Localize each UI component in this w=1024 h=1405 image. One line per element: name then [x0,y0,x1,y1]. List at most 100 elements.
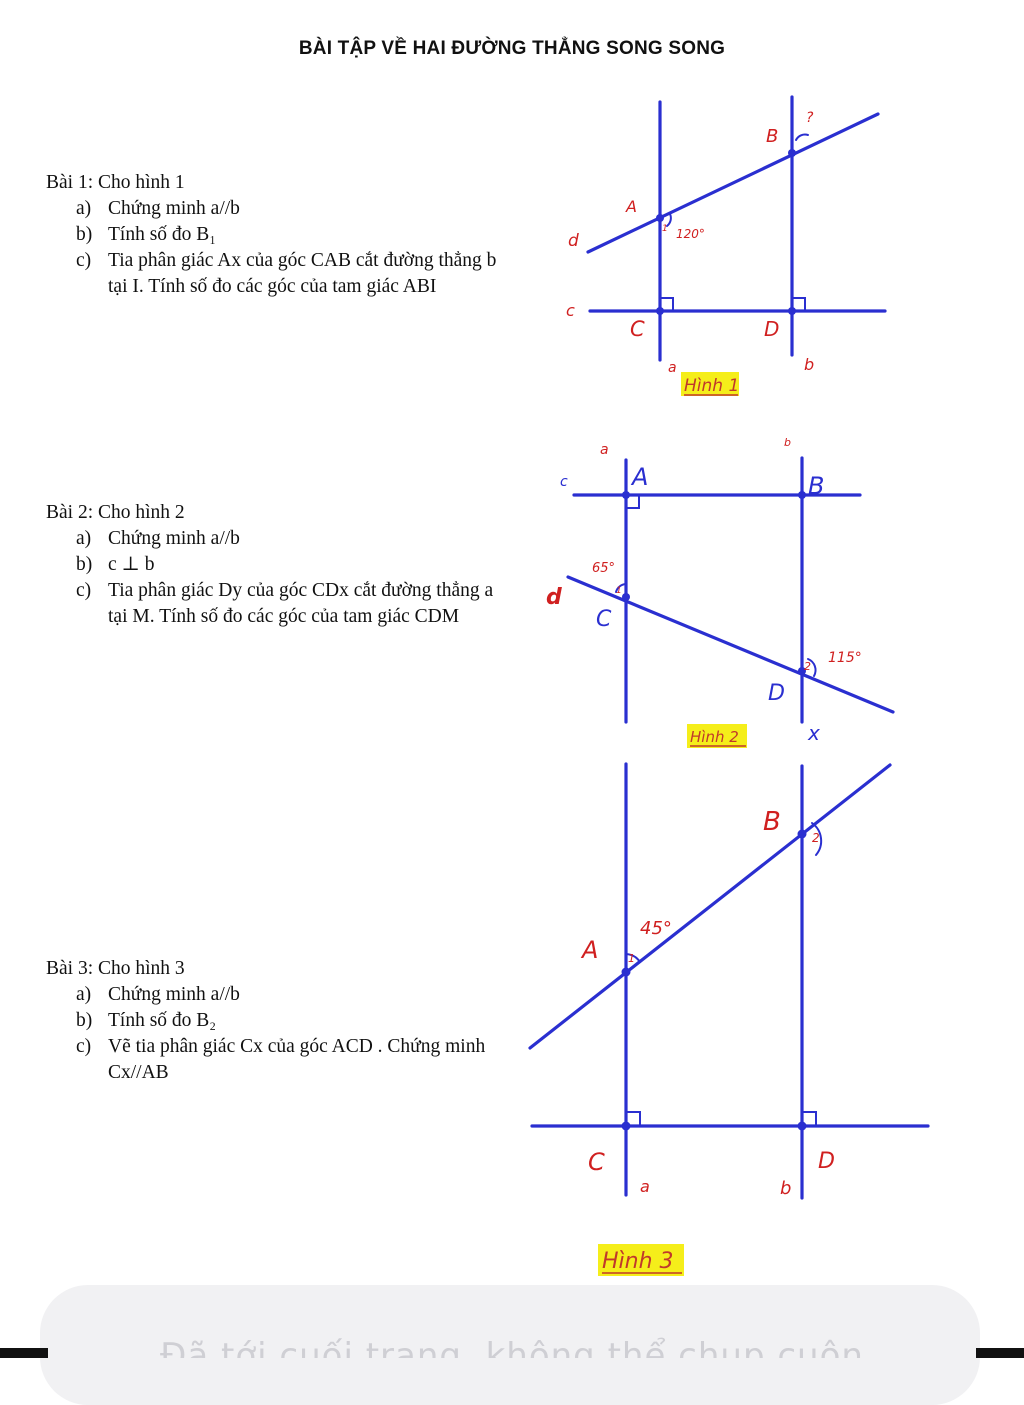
problem-heading: Bài 2: Cho hình 2 [46,502,185,523]
caption-highlight [598,1244,684,1276]
item-text: Tia phân giác Dy của góc CDx cắt đường t… [108,580,494,627]
point-A [656,214,664,222]
label-D: D [768,681,785,706]
question-item: a) Chứng minh a//b [46,196,506,222]
label-a: a [668,360,677,376]
line-d [566,575,895,714]
problem-3: Bài 3: Cho hình 3 a)Chứng minh a//b b) Tí… [46,956,506,1086]
label-A: A [580,936,598,964]
point-B [788,149,796,157]
figure-3 [528,762,930,1200]
figure-3-points [621,829,807,1131]
label-d: d [568,231,579,251]
figure-1-caption: Hình 1 [684,376,739,396]
right-angle-mark [659,297,674,312]
point-A [621,967,631,977]
label-B: B [766,126,778,147]
point-C [656,307,664,315]
label-b: b [784,436,791,449]
label-angle-115: 115° [828,650,862,666]
label-angle-index: 1 [616,586,622,596]
item-text: Tính số đo B₁ [108,224,217,245]
label-b: b [804,355,814,374]
label-B: B [763,807,781,837]
question-item: c) Tia phân giác Dy của góc CDx cắt đường… [46,578,506,630]
question-item: b) Tính số đo B₁ [46,222,506,248]
item-label: a) [76,528,92,549]
label-d: d [546,585,562,610]
question-item: b) c ⊥ b [46,552,506,578]
item-text: Tia phân giác Ax của góc CAB cắt đường t… [108,250,497,297]
label-question: ? [806,110,814,126]
label-b: b [780,1178,791,1199]
figures-canvas: B ? A d 1 120° c C D a b Hình 1 a b c A … [528,95,930,1276]
question-item: c)Vẽ tia phân giác Cx của góc ACD . Chứn… [46,1034,506,1086]
bottom-edge-left [0,1348,48,1358]
item-label: a) [76,984,92,1005]
right-angle-mark [625,1111,641,1127]
label-a: a [600,442,609,458]
right-angle-mark [791,297,806,312]
point-B [798,491,806,499]
point-D [797,1121,807,1131]
line-d [586,112,880,254]
angle-arc [807,658,817,677]
question-item: a) Chứng minh a//b [46,526,506,552]
problem-2: Bài 2: Cho hình 2 a) Chứng minh a//b b) c … [46,500,506,630]
problem-heading: Bài 1: Cho hình 1 [46,172,185,193]
label-a: a [640,1177,650,1196]
point-C [622,593,630,601]
page-title: BÀI TẬP VỀ HAI ĐƯỜNG THẲNG SONG SONG [298,38,726,59]
label-D: D [818,1149,835,1174]
label-c: c [560,474,568,490]
label-B: B [808,472,824,500]
label-c: c [566,301,575,320]
figure-3-labels: B 2 45° A 1 C D a b [580,807,835,1199]
item-label: c) [76,580,92,601]
right-angle-mark [625,494,640,509]
question-item: a)Chứng minh a//b [46,982,506,1008]
problem-heading: Bài 3: Cho hình 3 [46,958,185,979]
label-C: C [588,1148,605,1176]
item-label: a) [76,198,92,219]
caption-highlight [687,724,747,748]
label-angle-index: 1 [628,952,635,965]
bottom-edge-right [976,1348,1024,1358]
item-label: b) [76,224,93,245]
figure-1 [586,95,887,362]
label-angle-65: 65° [592,561,615,576]
item-text: Tính số đo B₂ [108,1010,217,1031]
right-angle-mark [801,1111,817,1127]
question-item: c) Tia phân giác Ax của góc CAB cắt đường… [46,248,506,300]
bottom-toast-text: Đã tới cuối trang, không thể chụp cuộn [160,1336,864,1358]
figure-2-caption: Hình 2 [690,728,739,746]
figure-2-labels: a b c A B 65° 1 d C 2 115° D x [546,436,862,745]
item-label: c) [76,250,92,271]
item-text: Vẽ tia phân giác Cx của góc ACD . Chứng … [108,1036,486,1083]
figure-2 [566,456,895,724]
point-A [622,491,630,499]
item-text: c ⊥ b [108,554,155,575]
label-D: D [764,317,779,341]
problem-1: Bài 1: Cho hình 1 a) Chứng minh a//b b) Tí… [46,170,506,300]
label-angle-index: 2 [812,831,820,845]
point-D [788,307,796,315]
caption-highlight [681,372,739,396]
item-text: Chứng minh a//b [108,198,240,219]
angle-arc [666,213,672,227]
point-D [798,667,806,675]
item-label: b) [76,1010,93,1031]
label-angle-45: 45° [640,918,672,939]
label-A: A [625,197,637,216]
angle-arc [795,133,809,141]
label-angle-120: 120° [676,227,705,241]
line-d [528,763,892,1050]
item-text: Chứng minh a//b [108,528,240,549]
angle-arc [811,822,823,856]
question-item: b) Tính số đo B₂ [46,1008,506,1034]
label-angle-index: 2 [804,660,811,673]
label-A: A [630,463,648,491]
label-C: C [596,607,612,632]
point-B [797,829,807,839]
item-label: b) [76,554,93,575]
